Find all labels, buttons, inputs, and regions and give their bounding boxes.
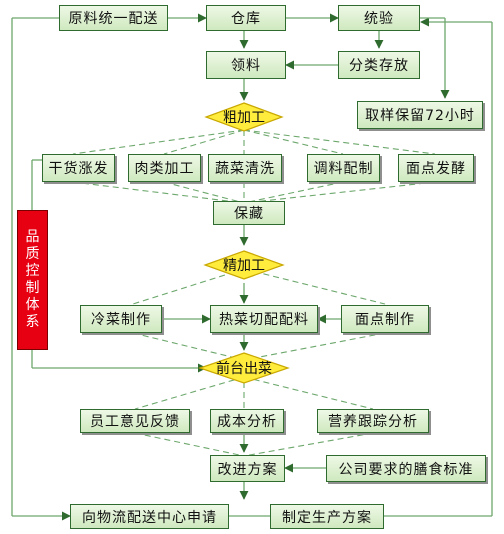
rough-processing-label: 粗加工 [223, 110, 265, 126]
sample-retention-box: 取样保留72小时 [357, 101, 483, 129]
fine-processing-label: 精加工 [223, 258, 265, 274]
dash-rough-seasoning [243, 129, 344, 155]
meat-processing-box: 肉类加工 [128, 154, 201, 182]
staff-feedback-box: 员工意见反馈 [80, 409, 190, 433]
dash-rough-dry [72, 129, 245, 155]
nutrition-tracking-box: 营养跟踪分析 [317, 409, 429, 433]
dash-cold-front [132, 332, 245, 361]
dash-seasoning-preserve [243, 181, 344, 204]
dash-rough-dough [243, 129, 436, 155]
dry-goods-box: 干货涨发 [42, 154, 115, 182]
dash-front-nutrition [243, 376, 374, 410]
solid-flow-lines [11, 13, 493, 521]
central-dispatch-box: 原料统一配送 [59, 5, 168, 31]
dash-front-staff [134, 376, 245, 410]
dash-rough-meat [163, 129, 245, 155]
improvement-plan-box: 改进方案 [210, 455, 285, 482]
dough-box: 面点发酵 [398, 154, 474, 182]
company-standard-box: 公司要求的膳食标准 [326, 455, 486, 482]
cold-dishes-box: 冷菜制作 [80, 305, 162, 333]
production-plan-box: 制定生产方案 [270, 504, 384, 529]
dash-fine-pastry [243, 268, 386, 305]
quality-control-system-box: 品质控制体系 [17, 210, 48, 350]
warehouse-box: 仓库 [206, 5, 286, 31]
logistics-request-box: 向物流配送中心申请 [70, 504, 229, 529]
vegetable-wash-box: 蔬菜清洗 [208, 154, 282, 182]
seasoning-box: 调料配制 [307, 154, 380, 182]
dashed-flow-lines [72, 129, 436, 457]
front-serving-diamond [198, 352, 290, 384]
dash-staff-improve [134, 432, 245, 457]
cost-analysis-box: 成本分析 [210, 409, 284, 433]
preservation-box: 保藏 [213, 201, 285, 225]
dash-dry-preserve [72, 181, 245, 204]
rough-processing-diamond [204, 102, 284, 132]
sort-storage-box: 分类存放 [338, 51, 420, 79]
dash-meat-preserve [163, 181, 245, 204]
dash-dough-preserve [243, 181, 436, 204]
dash-pastry-front [243, 332, 386, 361]
front-serving-label: 前台出菜 [216, 361, 272, 377]
pastry-box: 面点制作 [341, 305, 429, 333]
dash-nutrition-improve [243, 432, 374, 457]
fine-processing-diamond [203, 250, 285, 280]
requisition-box: 领料 [206, 51, 286, 79]
hot-dishes-box: 热菜切配配料 [210, 305, 318, 333]
inspection-box: 统验 [338, 5, 420, 31]
